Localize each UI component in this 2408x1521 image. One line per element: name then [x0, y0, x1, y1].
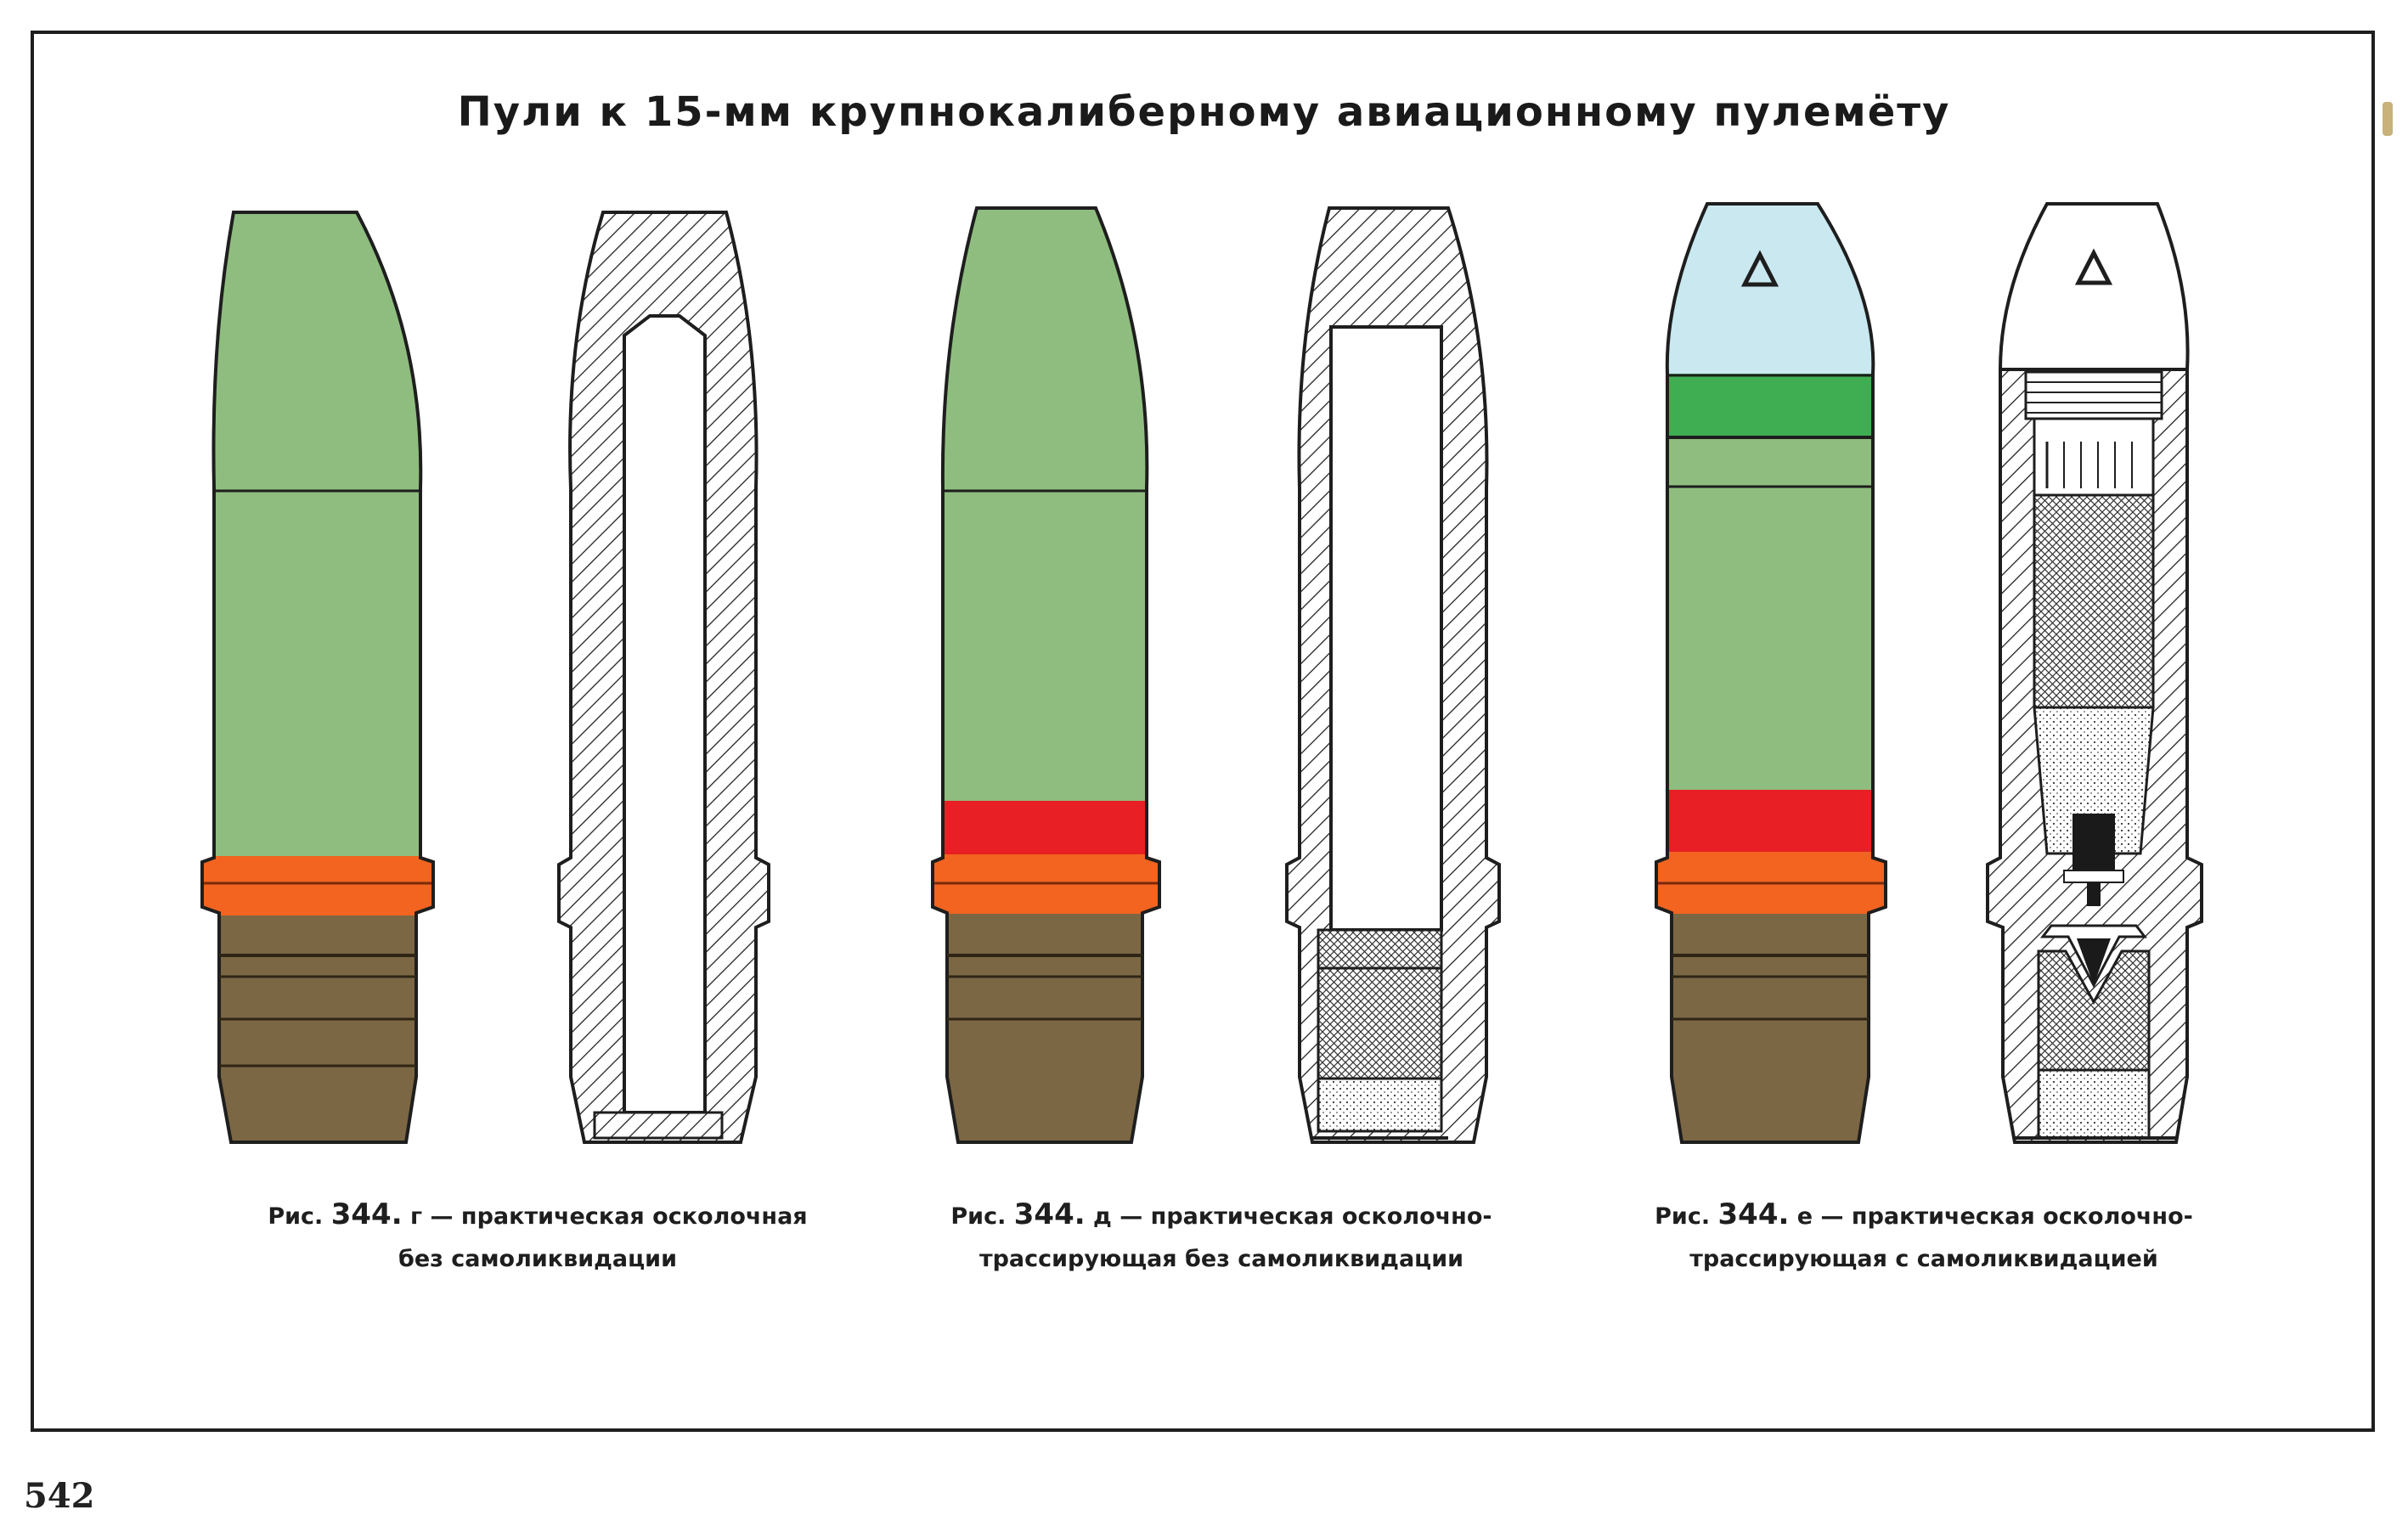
bullet-e-section-charge	[2033, 493, 2155, 709]
caption-d-prefix: Рис.	[950, 1203, 1014, 1230]
bullet-e-red-band	[1656, 790, 1886, 853]
bullet-e-exterior	[1655, 202, 1887, 1144]
caption-d-line1: д — практическая осколочно-	[1085, 1203, 1492, 1230]
bullet-e-bright-green-band	[1656, 374, 1886, 437]
bullet-d-red-band	[933, 801, 1159, 856]
bullet-e-section-detonator	[2072, 814, 2115, 875]
caption-e-line2: трассирующая с самоликвидацией	[1689, 1246, 2158, 1272]
caption-e-number: 344.	[1717, 1197, 1790, 1231]
caption-d-line2: трассирующая без самоликвидации	[978, 1246, 1464, 1272]
caption-g-line1: г — практическая осколочная	[402, 1203, 808, 1230]
bullet-g-orange-band	[202, 856, 433, 917]
plate-title: Пули к 15-мм крупнокалиберному авиационн…	[457, 88, 1951, 136]
bullet-d-orange-band	[933, 854, 1159, 915]
caption-d-number: 344.	[1013, 1197, 1086, 1231]
caption-figure-e: Рис. 344. е — практическая осколочно- тр…	[1593, 1193, 2255, 1281]
bullet-d-brown-base	[933, 914, 1159, 1142]
bullet-e-section	[1986, 202, 2203, 1144]
page-number: 542	[24, 1476, 95, 1516]
bullet-g-exterior	[200, 211, 435, 1144]
bullet-g-brown-base	[202, 915, 433, 1142]
bullet-e-green-body	[1656, 436, 1886, 792]
bullet-g-green-body	[202, 212, 433, 858]
caption-figure-d: Рис. 344. д — практическая осколочно- тр…	[890, 1193, 1553, 1281]
caption-g-line2: без самоликвидации	[398, 1246, 677, 1272]
caption-g-number: 344.	[330, 1197, 403, 1231]
caption-figure-g: Рис. 344. г — практическая осколочная бе…	[206, 1193, 869, 1281]
bullet-d-section	[1285, 206, 1501, 1144]
bullet-d-exterior	[931, 206, 1161, 1144]
page-edge-mark	[2383, 102, 2393, 136]
bullet-e-triangle-mark	[1740, 250, 1779, 287]
bullet-e-section-striker	[2077, 938, 2111, 985]
caption-e-prefix: Рис.	[1655, 1203, 1718, 1230]
caption-g-prefix: Рис.	[268, 1203, 331, 1230]
bullet-d-green-body	[933, 208, 1159, 803]
bullet-e-brown-base	[1656, 914, 1886, 1142]
bullet-e-section-threads	[2024, 370, 2163, 420]
bullet-g-section	[557, 211, 770, 1144]
caption-e-line1: е — практическая осколочно-	[1789, 1203, 2193, 1230]
bullet-e-section-cap	[1998, 202, 2190, 371]
bullet-e-section-triangle-mark	[2074, 248, 2113, 285]
